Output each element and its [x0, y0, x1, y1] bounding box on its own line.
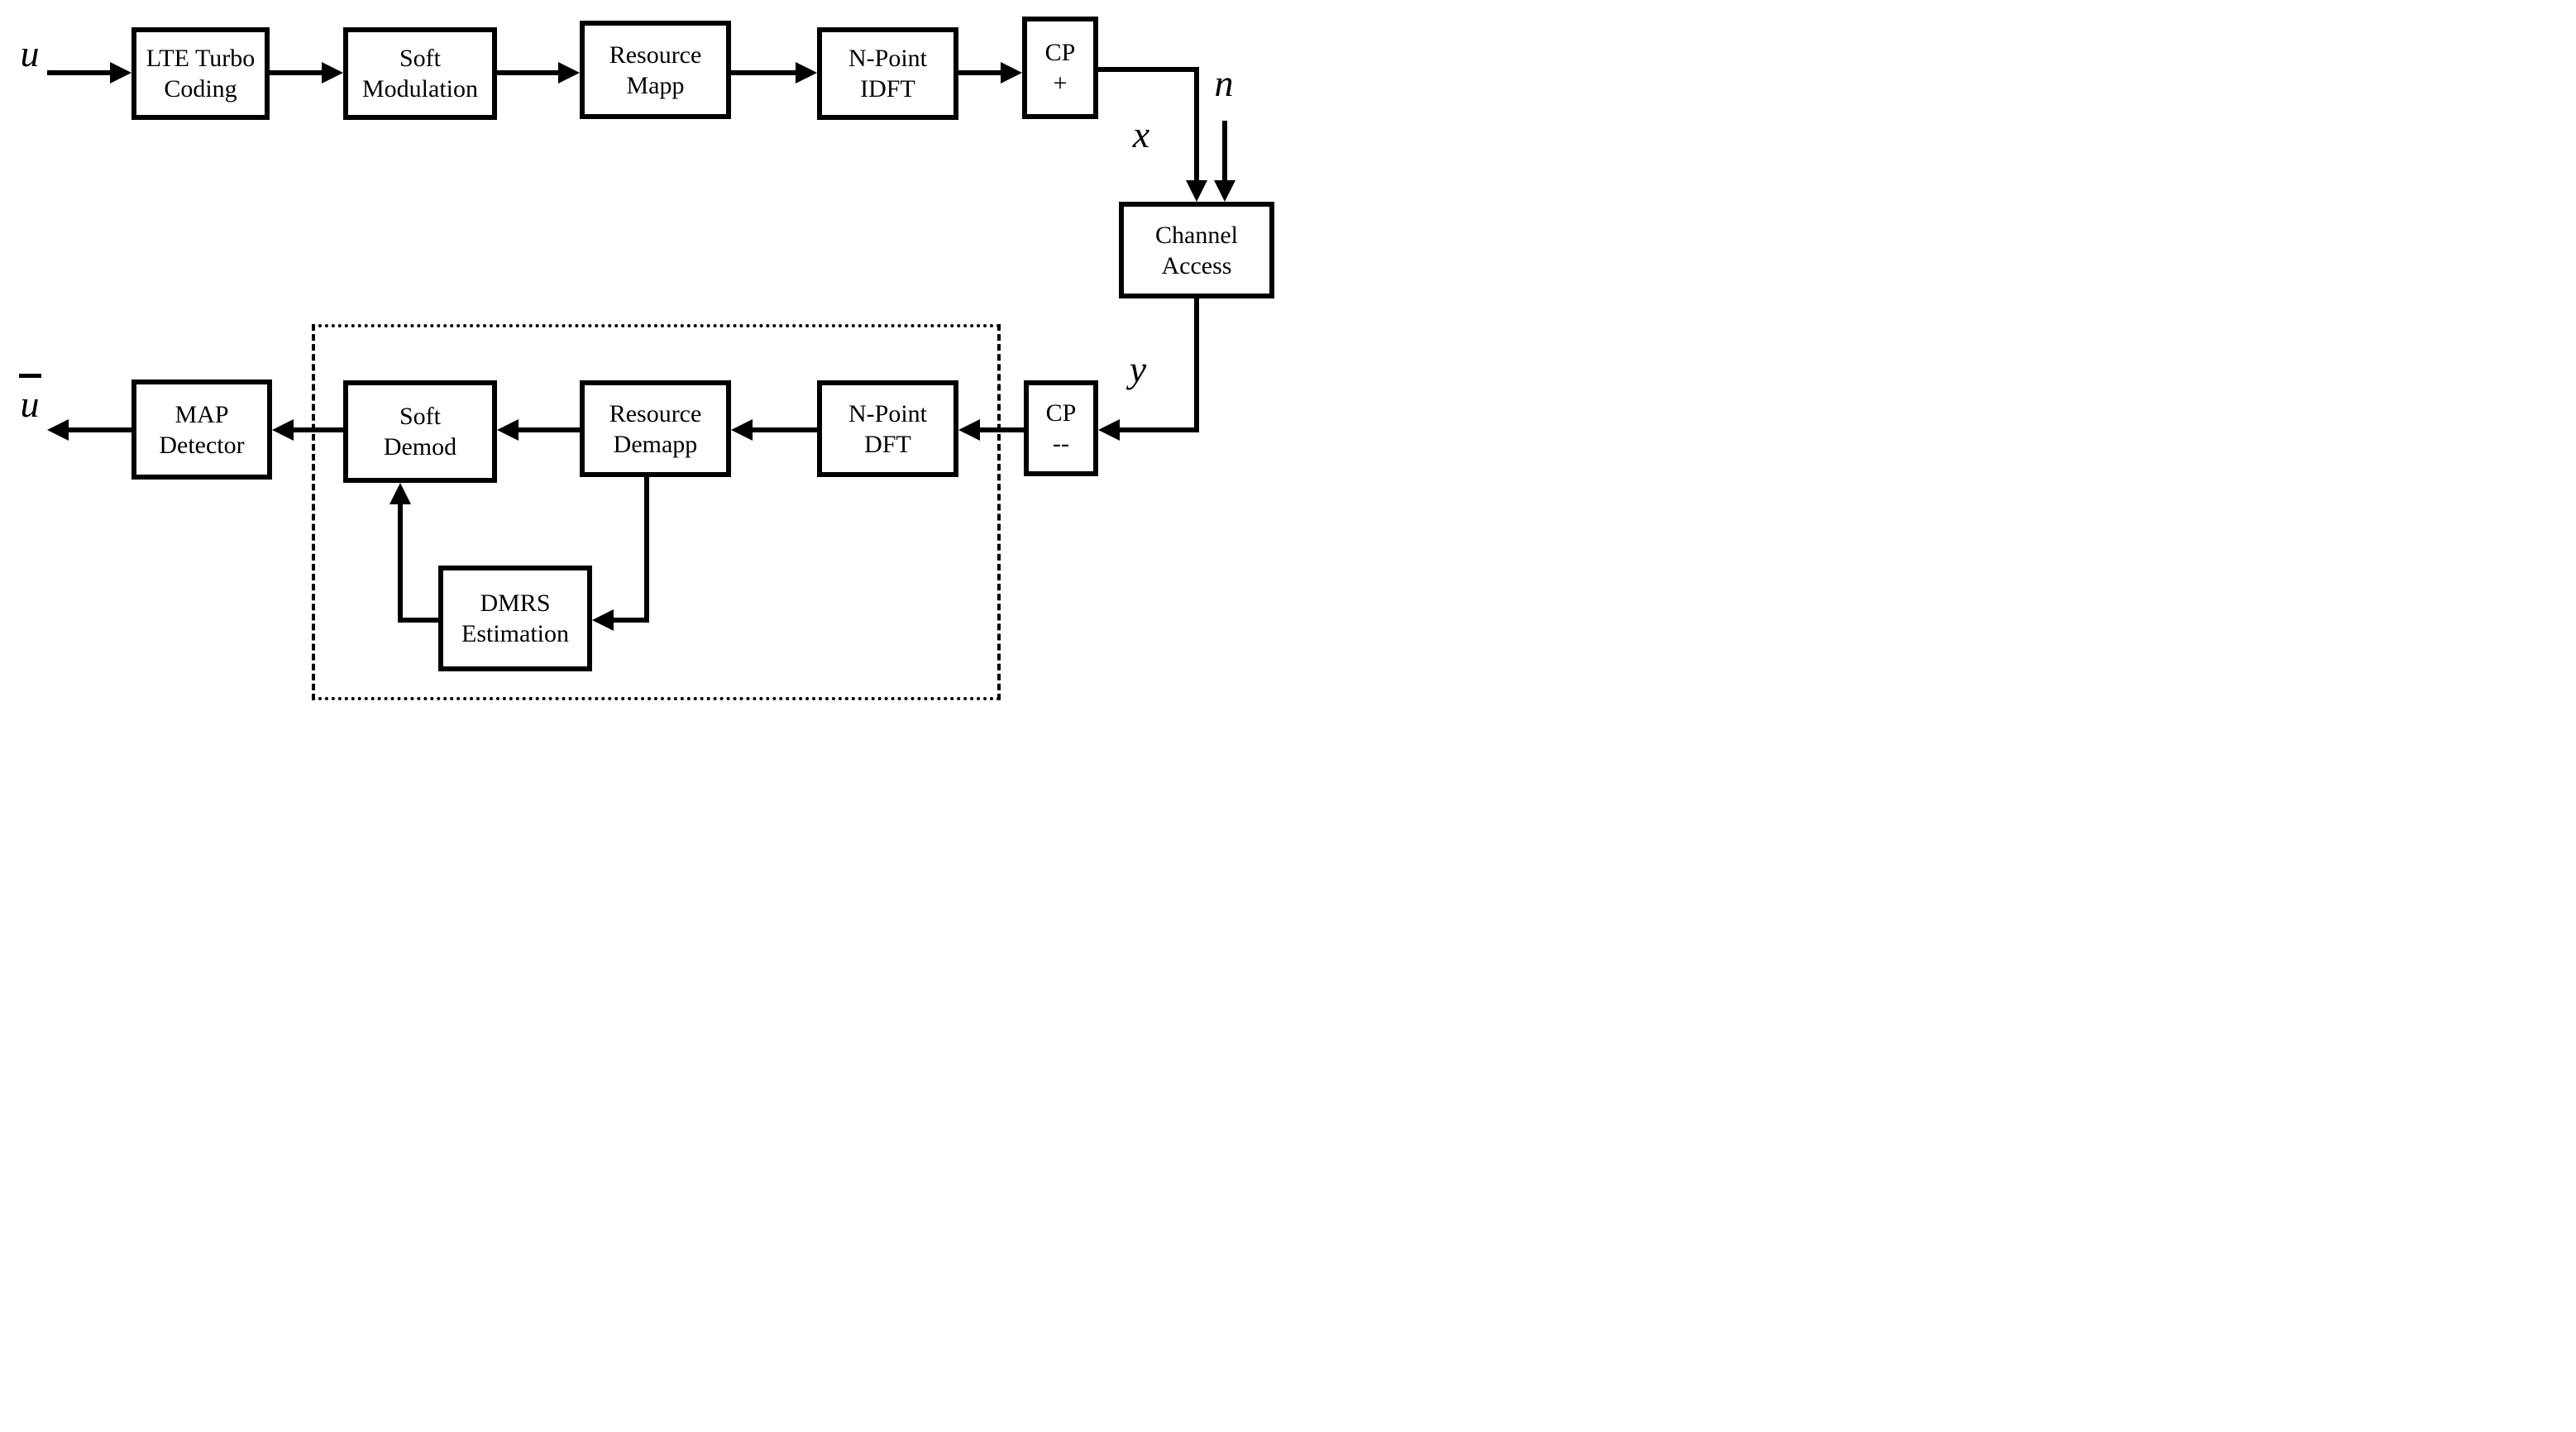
- arrowhead-into-n-point-dft: [958, 419, 980, 441]
- receiver-region-border-bottom: [312, 697, 1001, 700]
- arrowhead-into-resource-demapp: [731, 419, 753, 441]
- block-n-point-idft-line2: IDFT: [860, 75, 915, 103]
- input-signal-label: u: [20, 32, 40, 74]
- tx-signal-label: x: [1132, 113, 1150, 155]
- receiver-region-border-right: [997, 324, 1001, 700]
- block-map-detector: MAP Detector: [131, 379, 272, 480]
- wire-dmrs-up-to-soft-demod: [398, 504, 403, 623]
- block-soft-demod-line1: Soft: [399, 403, 441, 430]
- arrowhead-into-cp-add: [1001, 62, 1022, 84]
- arrowhead-into-dmrs-estimation: [592, 609, 614, 631]
- wire-n-point-idft-to-cp-add: [958, 70, 1001, 75]
- wire-n-down-to-channel-access: [1222, 121, 1227, 180]
- block-resource-demapp-line1: Resource: [609, 399, 702, 427]
- wire-cp-remove-to-n-point-dft: [980, 427, 1024, 432]
- block-soft-demod-line2: Demod: [383, 433, 457, 461]
- block-dmrs-estimation-line1: DMRS: [480, 590, 551, 617]
- wire-soft-modulation-to-resource-mapp: [497, 70, 558, 75]
- block-resource-demapp: Resource Demapp: [580, 380, 731, 477]
- block-map-detector-line2: Detector: [159, 431, 245, 459]
- arrowhead-into-soft-modulation: [322, 62, 343, 84]
- block-soft-demod: Soft Demod: [343, 380, 497, 483]
- wire-cp-add-out-horizontal: [1098, 67, 1199, 72]
- wire-resource-demapp-down: [644, 477, 649, 623]
- arrowhead-into-cp-remove: [1098, 419, 1120, 441]
- wire-lte-turbo-to-soft-modulation: [270, 70, 322, 75]
- noise-signal-label: n: [1214, 62, 1234, 104]
- wire-soft-demod-to-map-detector: [294, 427, 343, 432]
- arrowhead-n-into-channel-access: [1214, 180, 1235, 202]
- block-lte-turbo-coding: LTE Turbo Coding: [131, 27, 270, 120]
- block-diagram-canvas: u u x n y LTE Turbo Coding Soft Modulati…: [0, 0, 1288, 716]
- block-cp-add-line2: +: [1053, 69, 1068, 97]
- wire-n-point-dft-to-resource-demapp: [753, 427, 817, 432]
- arrowhead-dmrs-into-soft-demod: [390, 483, 411, 504]
- receiver-region-border-left: [312, 324, 315, 700]
- receiver-region-border-top: [312, 324, 1001, 327]
- arrowhead-into-map-detector: [272, 419, 294, 441]
- wire-y-into-cp-remove: [1120, 427, 1199, 432]
- arrowhead-into-lte-turbo: [110, 62, 131, 84]
- block-soft-modulation: Soft Modulation: [343, 27, 497, 120]
- arrowhead-into-soft-demod: [497, 419, 519, 441]
- rx-signal-label: y: [1129, 348, 1147, 390]
- arrowhead-into-n-point-idft: [796, 62, 817, 84]
- wire-resource-mapp-to-n-point-idft: [731, 70, 796, 75]
- arrowhead-to-output-u: [47, 419, 69, 441]
- block-lte-turbo-coding-line1: LTE Turbo: [146, 45, 256, 72]
- block-n-point-dft-line1: N-Point: [848, 399, 927, 427]
- output-signal-glyph: u: [20, 383, 40, 425]
- block-resource-demapp-line2: Demapp: [613, 430, 698, 458]
- block-channel-access-line1: Channel: [1155, 221, 1238, 249]
- block-dmrs-estimation: DMRS Estimation: [438, 566, 592, 671]
- overline-bar: [18, 374, 41, 378]
- block-n-point-dft: N-Point DFT: [817, 380, 958, 477]
- block-cp-remove-line2: --: [1053, 430, 1069, 457]
- block-resource-mapp: Resource Mapp: [580, 21, 731, 119]
- wire-u-to-lte-turbo: [47, 70, 110, 75]
- wire-map-detector-to-output: [69, 427, 131, 432]
- block-cp-remove: CP --: [1024, 380, 1098, 476]
- wire-resource-demapp-to-soft-demod: [519, 427, 580, 432]
- block-cp-add: CP +: [1022, 17, 1098, 119]
- block-soft-modulation-line2: Modulation: [362, 75, 478, 103]
- block-soft-modulation-line1: Soft: [399, 45, 441, 72]
- block-cp-remove-line1: CP: [1045, 399, 1077, 427]
- wire-dmrs-out-horizontal: [398, 618, 438, 623]
- block-resource-mapp-line1: Resource: [609, 41, 702, 69]
- wire-into-dmrs-horizontal: [614, 618, 649, 623]
- block-lte-turbo-coding-line2: Coding: [164, 75, 237, 103]
- arrowhead-x-into-channel-access: [1186, 180, 1207, 202]
- block-channel-access-line2: Access: [1161, 251, 1232, 279]
- block-map-detector-line1: MAP: [174, 400, 229, 428]
- block-n-point-idft-line1: N-Point: [848, 45, 927, 72]
- block-channel-access: Channel Access: [1119, 202, 1274, 298]
- block-n-point-dft-line2: DFT: [864, 430, 911, 458]
- wire-x-down-to-channel-access: [1194, 67, 1199, 180]
- block-dmrs-estimation-line2: Estimation: [461, 620, 569, 647]
- block-resource-mapp-line2: Mapp: [626, 71, 685, 99]
- block-cp-add-line1: CP: [1044, 39, 1076, 66]
- block-n-point-idft: N-Point IDFT: [817, 27, 958, 120]
- output-signal-label: u: [7, 374, 53, 423]
- wire-channel-access-down: [1194, 298, 1199, 430]
- arrowhead-into-resource-mapp: [558, 62, 580, 84]
